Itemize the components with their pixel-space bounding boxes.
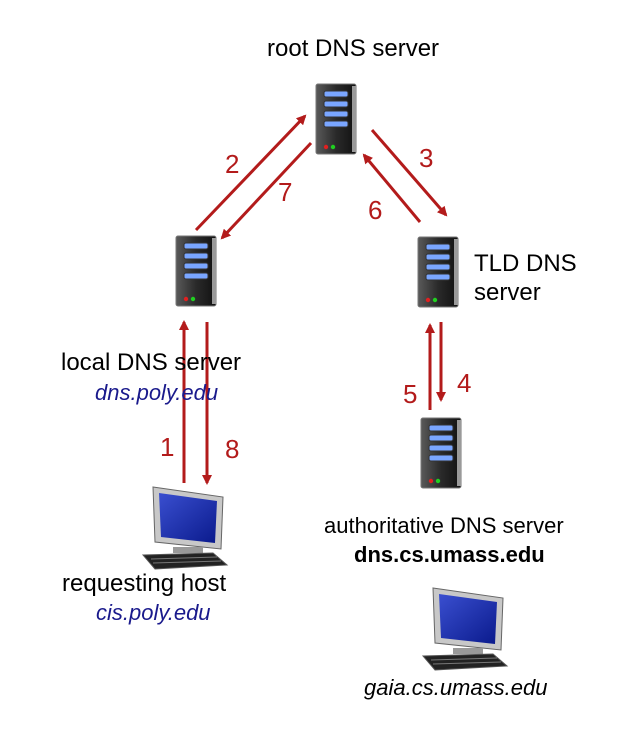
tld-server-label-line2: server [474,279,541,306]
step-number-6: 6 [368,195,382,225]
authoritative-server-label: authoritative DNS server [324,513,564,538]
local-server-label: local DNS server [61,349,241,376]
step-number-8: 8 [225,434,239,464]
arrow-step-6 [362,153,422,223]
authoritative-server-hostname: dns.cs.umass.edu [354,542,545,567]
step-number-1: 1 [160,432,174,462]
local-server-icon [175,235,217,307]
requesting-host-hostname: cis.poly.edu [96,600,211,625]
arrow-step-7 [220,141,313,240]
target-host-hostname: gaia.cs.umass.edu [364,675,547,700]
step-number-3: 3 [419,143,433,173]
step-number-7: 7 [278,177,292,207]
step-number-2: 2 [225,149,239,179]
local-server-hostname: dns.poly.edu [95,380,218,405]
root-server-icon [315,83,357,155]
arrow-step-3 [370,129,448,217]
root-server-label: root DNS server [267,35,439,62]
gaia-host-computer-icon [422,587,508,671]
step-number-4: 4 [457,368,471,398]
requesting-host-computer-icon [142,486,228,570]
tld-server-label-line1: TLD DNS [474,250,577,277]
tld-server-icon [417,236,459,308]
step-number-5: 5 [403,379,417,409]
requesting-host-label: requesting host [62,570,226,597]
arrow-step-2 [194,114,307,232]
authoritative-server-icon [420,417,462,489]
